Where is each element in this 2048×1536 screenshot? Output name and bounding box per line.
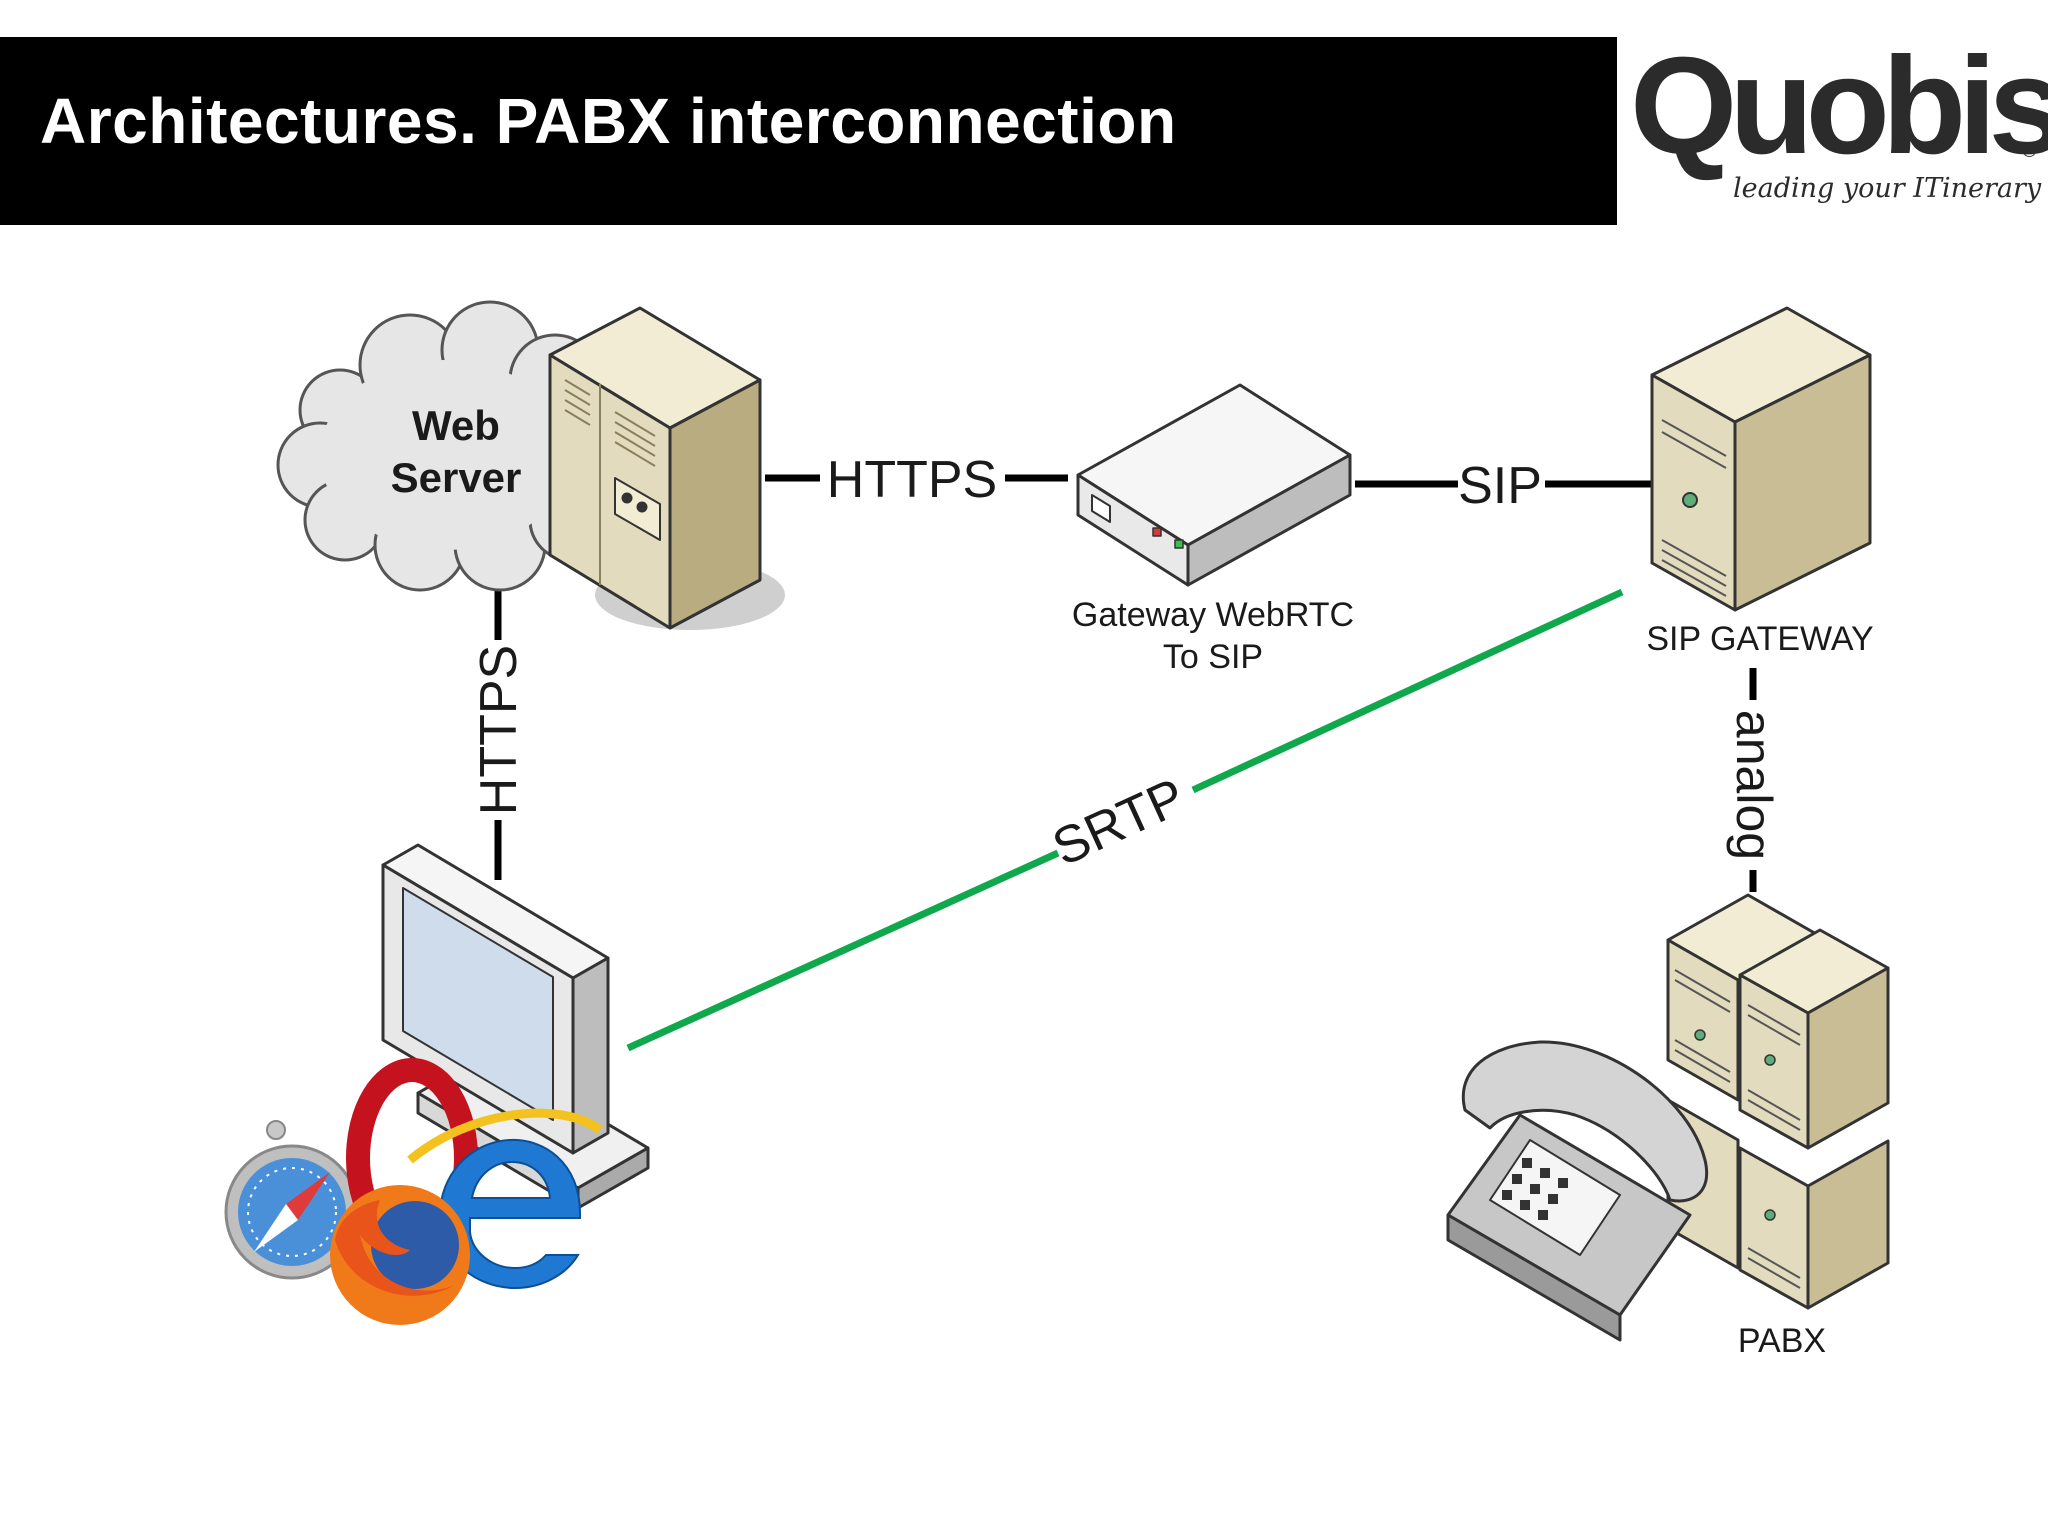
logo-wordmark: Quobis bbox=[1630, 29, 2048, 183]
sip-gateway-label: SIP GATEWAY bbox=[1646, 620, 1873, 658]
link-label-analog: analog bbox=[1726, 710, 1782, 860]
telephone-icon bbox=[1446, 1040, 1708, 1342]
link-label-srtp: SRTP bbox=[1044, 768, 1193, 878]
title-bar: Architectures. PABX interconnection bbox=[0, 37, 1617, 225]
web-server-label-line1: Web bbox=[412, 402, 500, 449]
pabx-node: PABX bbox=[1446, 893, 1890, 1360]
link-srtp-upper bbox=[1191, 588, 1624, 794]
link-label-https-top: HTTPS bbox=[827, 451, 997, 509]
gateway-label-line2: To SIP bbox=[1163, 638, 1263, 676]
links bbox=[494, 474, 1757, 1052]
web-server-tower-icon bbox=[548, 306, 785, 630]
gateway-node: Gateway WebRTC To SIP bbox=[1072, 383, 1354, 676]
logo-tagline: leading your ITinerary bbox=[1733, 173, 2042, 204]
gateway-label-line1: Gateway WebRTC bbox=[1072, 596, 1354, 634]
gateway-appliance-icon bbox=[1076, 383, 1352, 587]
link-srtp-lower bbox=[626, 849, 1060, 1052]
logo-registered-mark: ® bbox=[2022, 140, 2037, 162]
page-title: Architectures. PABX interconnection bbox=[40, 85, 1177, 157]
client-node bbox=[224, 843, 650, 1325]
internet-explorer-icon bbox=[407, 1108, 603, 1290]
pabx-label: PABX bbox=[1738, 1322, 1826, 1360]
web-server-node: Web Server bbox=[276, 300, 785, 630]
sip-gateway-server-icon bbox=[1650, 306, 1872, 612]
quobis-logo: Quobis ® leading your ITinerary bbox=[1630, 37, 2048, 215]
pabx-server-stack-icon bbox=[1666, 893, 1890, 1310]
firefox-icon bbox=[330, 1185, 470, 1325]
link-label-sip: SIP bbox=[1458, 457, 1542, 515]
link-label-https-vertical: HTTPS bbox=[470, 645, 528, 815]
sip-gateway-node: SIP GATEWAY bbox=[1646, 306, 1874, 658]
web-server-label-line2: Server bbox=[391, 454, 522, 501]
